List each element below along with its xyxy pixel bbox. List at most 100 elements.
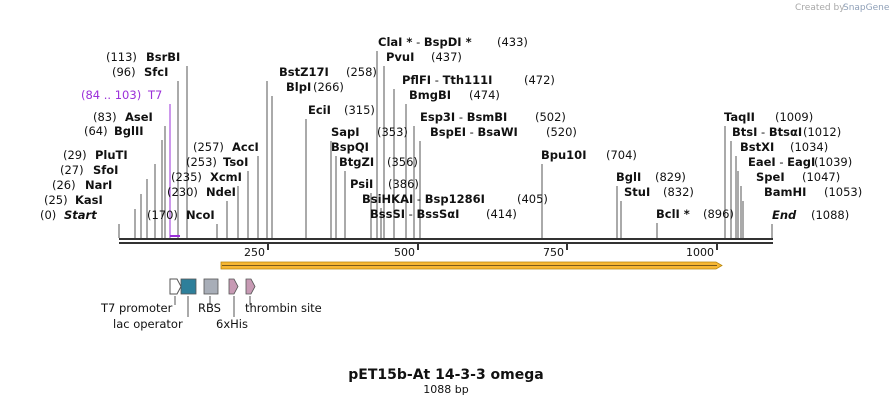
backbone-top-strand <box>119 238 773 240</box>
map-title: pET15b-At 14-3-3 omega <box>348 367 543 383</box>
site-position: (356) <box>387 155 418 169</box>
site-position: (386) <box>388 177 419 191</box>
site-position: (266) <box>313 80 344 94</box>
site-label[interactable]: SpeI <box>756 170 785 184</box>
site-position: (520) <box>546 125 577 139</box>
his-tag-glyph[interactable] <box>228 278 239 295</box>
site-label[interactable]: BsiHKAI - Bsp1286I <box>362 192 485 206</box>
site-position: (437) <box>431 50 462 64</box>
site-label[interactable]: BglI <box>616 170 641 184</box>
site-position: (353) <box>377 125 408 139</box>
rbs-label: RBS <box>198 301 221 315</box>
site-label[interactable]: KasI <box>75 193 103 207</box>
site-label[interactable]: BclI * <box>656 207 690 221</box>
site-position: (1012) <box>803 125 841 139</box>
site-label[interactable]: SfoI <box>93 163 118 177</box>
site-label[interactable]: BglII <box>114 124 144 138</box>
orf-arrow[interactable] <box>220 261 723 270</box>
thrombin-site-glyph[interactable] <box>245 278 256 295</box>
site-position: (414) <box>486 207 517 221</box>
site-position: (433) <box>497 35 528 49</box>
site-label[interactable]: AccI <box>232 140 259 154</box>
site-label[interactable]: PflFI - Tth111I <box>402 73 492 87</box>
site-position: (170) <box>147 208 178 222</box>
site-label[interactable]: BspQI <box>331 140 369 154</box>
site-label[interactable]: NdeI <box>206 185 236 199</box>
site-position: (832) <box>663 185 694 199</box>
site-position: (29) <box>63 148 87 162</box>
site-position: (83) <box>93 110 117 124</box>
site-label[interactable]: BtsI - BtsαI <box>732 125 802 139</box>
site-label[interactable]: Esp3I - BsmBI <box>420 110 507 124</box>
site-label[interactable]: EaeI - EagI <box>748 155 815 169</box>
site-label[interactable]: Bpu10I <box>541 148 586 162</box>
site-position: (235) <box>171 170 202 184</box>
site-label[interactable]: NcoI <box>186 208 215 222</box>
site-position: (230) <box>167 185 198 199</box>
site-position: (1034) <box>790 140 828 154</box>
site-position: (0) <box>40 208 56 222</box>
feature-glyphs <box>169 278 256 317</box>
site-label[interactable]: BspEI - BsaWI <box>430 125 518 139</box>
credit-brand: SnapGene <box>843 3 890 13</box>
site-position: (27) <box>60 163 84 177</box>
t7-promoter-label: T7 promoter <box>100 301 173 315</box>
site-label[interactable]: T7 <box>147 88 162 102</box>
site-label[interactable]: SfcI <box>144 65 168 79</box>
site-position: (472) <box>524 73 555 87</box>
site-label[interactable]: Start <box>64 208 97 222</box>
site-position: (113) <box>106 50 137 64</box>
thrombin-site-label: thrombin site <box>245 301 322 315</box>
site-label[interactable]: BamHI <box>764 185 806 199</box>
site-label[interactable]: BstZ17I <box>279 65 329 79</box>
site-label[interactable]: SapI <box>331 125 360 139</box>
backbone-bottom-strand <box>119 242 773 244</box>
site-label[interactable]: ClaI * - BspDI * <box>378 35 472 49</box>
site-position: (25) <box>44 193 68 207</box>
site-position: (1088) <box>811 208 849 222</box>
site-position: (1047) <box>802 170 840 184</box>
site-label[interactable]: PvuI <box>386 50 414 64</box>
snapgene-credit[interactable]: Created by SnapGene <box>795 3 890 13</box>
site-position: (502) <box>535 110 566 124</box>
t7-promoter-glyph[interactable] <box>169 278 182 295</box>
site-position: (26) <box>52 178 76 192</box>
credit-text: Created by <box>795 3 845 13</box>
site-label[interactable]: AseI <box>125 110 153 124</box>
site-position: (96) <box>112 65 136 79</box>
map-length: 1088 bp <box>423 383 468 396</box>
site-label[interactable]: BtgZI <box>339 155 374 169</box>
lac-operator-glyph[interactable] <box>180 278 197 295</box>
site-position: (84 .. 103) <box>81 88 141 102</box>
site-position: (253) <box>186 155 217 169</box>
site-label[interactable]: StuI <box>624 185 650 199</box>
site-position: (1009) <box>775 110 813 124</box>
site-label[interactable]: TsoI <box>223 155 248 169</box>
site-label[interactable]: PluTI <box>95 148 128 162</box>
ruler-tick-label: 500 <box>394 246 415 259</box>
ruler-tick-label: 250 <box>244 246 265 259</box>
site-label[interactable]: BlpI <box>286 80 311 94</box>
site-label[interactable]: TaqII <box>724 110 755 124</box>
site-position: (474) <box>469 88 500 102</box>
site-label[interactable]: EciI <box>308 103 331 117</box>
site-labels: Start (0) KasI (25) NarI (26) SfoI (27) PluTI (29… <box>40 35 862 222</box>
rbs-glyph[interactable] <box>203 278 219 295</box>
site-label[interactable]: BssSI - BssSαI <box>370 207 459 221</box>
site-label[interactable]: BstXI <box>740 140 774 154</box>
site-position: (829) <box>655 170 686 184</box>
site-label[interactable]: BsrBI <box>146 50 180 64</box>
site-position: (1053) <box>824 185 862 199</box>
site-label[interactable]: PsiI <box>350 177 373 191</box>
site-position: (257) <box>193 140 224 154</box>
site-label[interactable]: NarI <box>85 178 112 192</box>
site-label[interactable]: End <box>772 208 797 222</box>
site-label[interactable]: XcmI <box>210 170 242 184</box>
site-label[interactable]: BmgBI <box>409 88 451 102</box>
site-position: (258) <box>346 65 377 79</box>
backbone <box>119 238 773 244</box>
lac-operator-label: lac operator <box>113 317 183 331</box>
feature-labels: T7 promoter lac operator RBS 6xHis throm… <box>100 301 322 331</box>
